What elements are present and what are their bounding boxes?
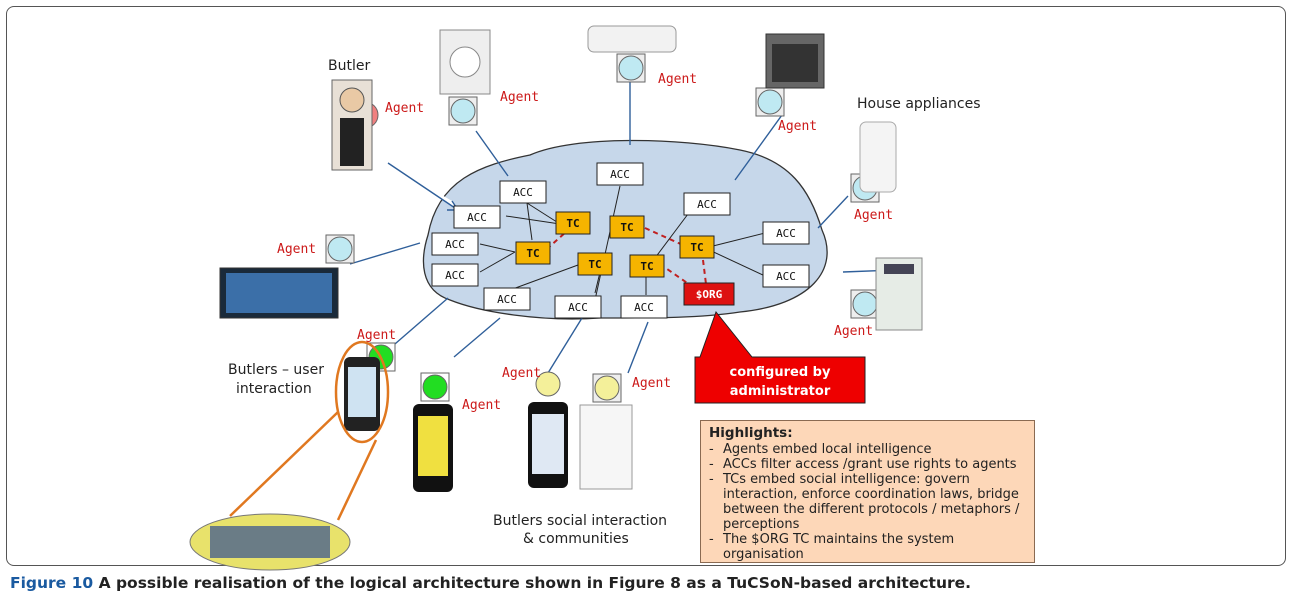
tc-label: TC	[526, 247, 539, 260]
device-images	[189, 25, 923, 571]
figure-caption: Figure 10 A possible realisation of the …	[10, 574, 971, 592]
tc-label: TC	[566, 217, 579, 230]
tc-links	[539, 227, 707, 286]
tc-label: TC	[588, 258, 601, 271]
highlights-title: Highlights:	[709, 425, 793, 441]
acc-label: ACC	[445, 238, 465, 251]
agent-label: Agent	[502, 366, 542, 381]
connector-arrows	[349, 80, 896, 374]
figure-frame	[6, 6, 1286, 566]
agent-label: Agent	[632, 376, 672, 391]
agent-label: Agent	[778, 119, 818, 134]
tc-label: TC	[620, 221, 633, 234]
agent-label: Agent	[277, 242, 317, 257]
callout-line2: administrator	[730, 384, 831, 399]
acc-label: ACC	[634, 301, 654, 314]
acc-label: ACC	[610, 168, 630, 181]
tc-labels: TC TC TC TC TC TC	[526, 217, 703, 273]
figure-number: Figure 10	[10, 574, 94, 592]
water-heater	[859, 121, 897, 193]
acc-labels: ACC ACC ACC ACC ACC ACC ACC ACC ACC ACC …	[445, 168, 796, 314]
agent-label: Agent	[854, 208, 894, 223]
tc-nodes	[515, 211, 715, 278]
agent-label: Agent	[462, 398, 502, 413]
network-links	[479, 185, 766, 301]
agent-label: Agent	[834, 324, 874, 339]
acc-label: ACC	[467, 211, 487, 224]
butlers-user-label: Butlers – user	[228, 362, 324, 378]
interaction-label: interaction	[236, 381, 312, 397]
acc-label: ACC	[513, 186, 533, 199]
agent-label: Agent	[500, 90, 540, 105]
agent-label: Agent	[385, 101, 425, 116]
butler-label: Butler	[328, 58, 371, 74]
highlights-list: Agents embed local intelligence ACCs fil…	[709, 442, 1026, 562]
highlights-box: Highlights: Agents embed local intellige…	[700, 420, 1035, 563]
social-label-line1: Butlers social interaction	[493, 513, 668, 529]
acc-label: ACC	[568, 301, 588, 314]
admin-callout	[694, 310, 866, 404]
acc-label: ACC	[497, 293, 517, 306]
acc-label: ACC	[776, 227, 796, 240]
zoom-ellipse	[334, 340, 390, 444]
air-conditioner	[587, 25, 677, 53]
agent-label: Agent	[658, 72, 698, 87]
org-node	[683, 282, 735, 306]
highlight-item: ACCs filter access /grant use rights to …	[709, 457, 1026, 472]
highlight-item: The $ORG TC maintains the system organis…	[709, 532, 1026, 562]
caption-text: A possible realisation of the logical ar…	[98, 574, 972, 592]
highlight-item: Agents embed local intelligence	[709, 442, 1026, 457]
org-label: $ORG	[696, 288, 723, 301]
acc-label: ACC	[697, 198, 717, 211]
house-appliances-label: House appliances	[857, 96, 981, 112]
tc-label: TC	[640, 260, 653, 273]
acc-nodes	[431, 162, 810, 319]
agent-markers	[325, 53, 880, 403]
agent-label: Agent	[357, 328, 397, 343]
highlight-item: TCs embed social intelligence: govern in…	[709, 472, 1026, 532]
acc-label: ACC	[776, 270, 796, 283]
social-page	[579, 404, 633, 490]
callout-line1: configured by	[730, 365, 831, 380]
tc-label: TC	[690, 241, 703, 254]
acc-label: ACC	[445, 269, 465, 282]
social-label-line2: & communities	[523, 531, 629, 547]
